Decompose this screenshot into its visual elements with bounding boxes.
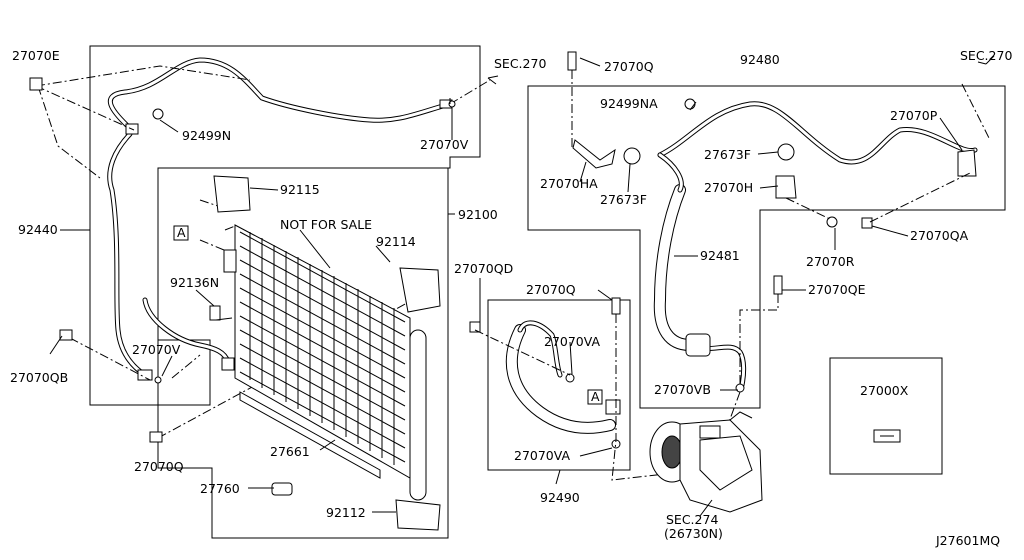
bolt-27070q-left-icon — [149, 431, 163, 443]
nut-27070r-icon — [826, 216, 838, 228]
tube-92440 — [107, 57, 453, 381]
label-27070qb: 27070QB — [10, 370, 68, 385]
label-ref-a-mid: A — [591, 389, 600, 404]
small-parts-left — [29, 77, 456, 496]
label-27760: 27760 — [200, 481, 240, 496]
label-27070ha: 27070HA — [540, 176, 598, 191]
condenser-92100 — [209, 175, 441, 531]
label-sec270-right: SEC.270 — [960, 48, 1012, 63]
hose-92490 — [469, 297, 701, 481]
label-sec274-sub: (26730N) — [664, 526, 723, 541]
label-not-for-sale: NOT FOR SALE — [280, 217, 372, 232]
pipes-92480 — [567, 51, 991, 431]
bolt-27070qa-icon — [861, 217, 873, 229]
box-92100-group — [157, 167, 449, 539]
label-sec270-left: SEC.270 — [494, 56, 546, 71]
ref-box-a-mid — [587, 389, 603, 405]
label-27070q-mid: 27070Q — [526, 282, 576, 297]
label-27070r: 27070R — [806, 254, 855, 269]
label-27673f-a: 27673F — [704, 147, 751, 162]
box-92490-group — [487, 299, 631, 471]
bracket-27070p-icon — [957, 149, 977, 177]
label-27070h: 27070H — [704, 180, 753, 195]
box-92480-group — [527, 85, 1006, 409]
label-92115: 92115 — [280, 182, 320, 197]
label-27661: 27661 — [270, 444, 310, 459]
oring-27070vb-icon — [735, 383, 745, 393]
label-27070vb: 27070VB — [654, 382, 711, 397]
label-92480: 92480 — [740, 52, 780, 67]
label-27070va-top: 27070VA — [544, 334, 601, 349]
label-92499n: 92499N — [182, 128, 231, 143]
label-92100: 92100 — [458, 207, 498, 222]
box-27000x — [829, 357, 943, 475]
label-27673f-b: 27673F — [600, 192, 647, 207]
leader-lines — [49, 57, 963, 517]
label-sec274: SEC.274 — [666, 512, 718, 527]
sec-arrows — [487, 55, 995, 85]
ring-27673f-top-icon — [777, 143, 795, 161]
group-boxes — [89, 45, 1006, 539]
ring-27673f-icon — [623, 147, 641, 165]
label-27070v-top: 27070V — [420, 137, 469, 152]
nut-92499na-icon — [684, 98, 696, 110]
label-92481: 92481 — [700, 248, 740, 263]
label-27070qe: 27070QE — [808, 282, 866, 297]
label-27070qd: 27070QD — [454, 261, 513, 276]
part-labels: 27070E 92499N SEC.270 27070V 92440 92115… — [10, 48, 1012, 548]
label-92440: 92440 — [18, 222, 58, 237]
label-27070q-left: 27070Q — [134, 459, 184, 474]
label-92499na: 92499NA — [600, 96, 658, 111]
bracket-27070h-icon — [775, 175, 797, 199]
plug-27760-icon — [271, 482, 293, 496]
label-27000x: 27000X — [860, 383, 909, 398]
ref-box-a-left — [173, 225, 189, 241]
diagram-id: J27601MQ — [935, 533, 1000, 548]
label-ref-a-left: A — [177, 225, 186, 240]
label-27070v-low: 27070V — [132, 342, 181, 357]
label-27070e: 27070E — [12, 48, 60, 63]
bolt-27070qe-icon — [773, 275, 783, 295]
label-27070va-low: 27070VA — [514, 448, 571, 463]
bracket-27070ha-icon — [572, 139, 616, 169]
label-92112: 92112 — [326, 505, 366, 520]
bolt-27070q-top-icon — [567, 51, 577, 71]
label-27070qa: 27070QA — [910, 228, 969, 243]
label-92490: 92490 — [540, 490, 580, 505]
label-92136n: 92136N — [170, 275, 219, 290]
label-92114: 92114 — [376, 234, 416, 249]
oring-27070v-low-icon — [154, 376, 162, 384]
bolt-92499n-icon — [152, 108, 164, 120]
clip-27070e-icon — [29, 77, 43, 91]
bolt-27070qb-icon — [59, 329, 73, 341]
label-27070p: 27070P — [890, 108, 938, 123]
label-27070q-top: 27070Q — [604, 59, 654, 74]
compressor-sec274 — [649, 411, 763, 513]
